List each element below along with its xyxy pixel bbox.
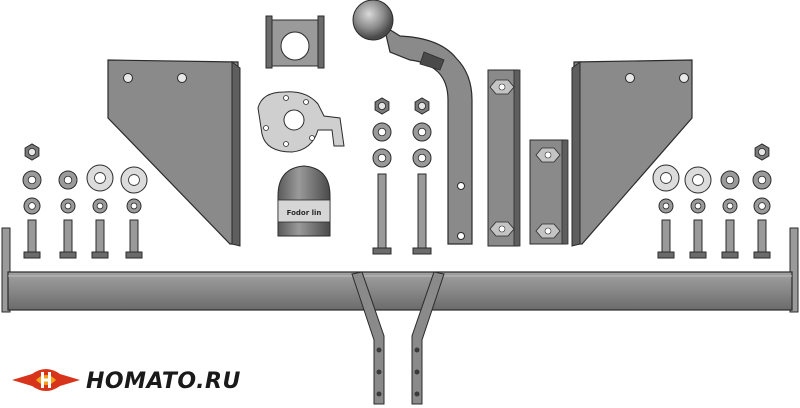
- crossbar: [1, 227, 799, 313]
- bolt: [63, 219, 73, 253]
- tow-ball-neck: [352, 0, 473, 245]
- bolt: [377, 173, 387, 249]
- clamp-plate-tall: [487, 69, 521, 247]
- bolt: [95, 219, 105, 253]
- socket-mount-bracket: [265, 15, 325, 69]
- clamp-plate-short: [529, 139, 569, 245]
- right-mounting-bracket: [571, 59, 693, 247]
- center-strap-left: [351, 271, 385, 405]
- bolt: [725, 219, 735, 253]
- bolt: [129, 219, 139, 253]
- logo: HOMATO.RU: [12, 369, 241, 394]
- bolt: [417, 173, 427, 249]
- bolt: [757, 219, 767, 253]
- bolt: [27, 219, 37, 253]
- ball-cover: Fodor lin: [277, 165, 331, 237]
- bolt: [693, 219, 703, 253]
- center-strap-right: [411, 271, 445, 405]
- left-mounting-bracket: [107, 59, 241, 247]
- logo-text: HOMATO.RU: [86, 369, 241, 394]
- ball-cover-label: Fodor lin: [287, 209, 322, 217]
- bolt: [661, 219, 671, 253]
- logo-emblem-icon: [12, 369, 80, 391]
- fastener-set: [22, 97, 772, 259]
- socket-plate: [257, 91, 345, 153]
